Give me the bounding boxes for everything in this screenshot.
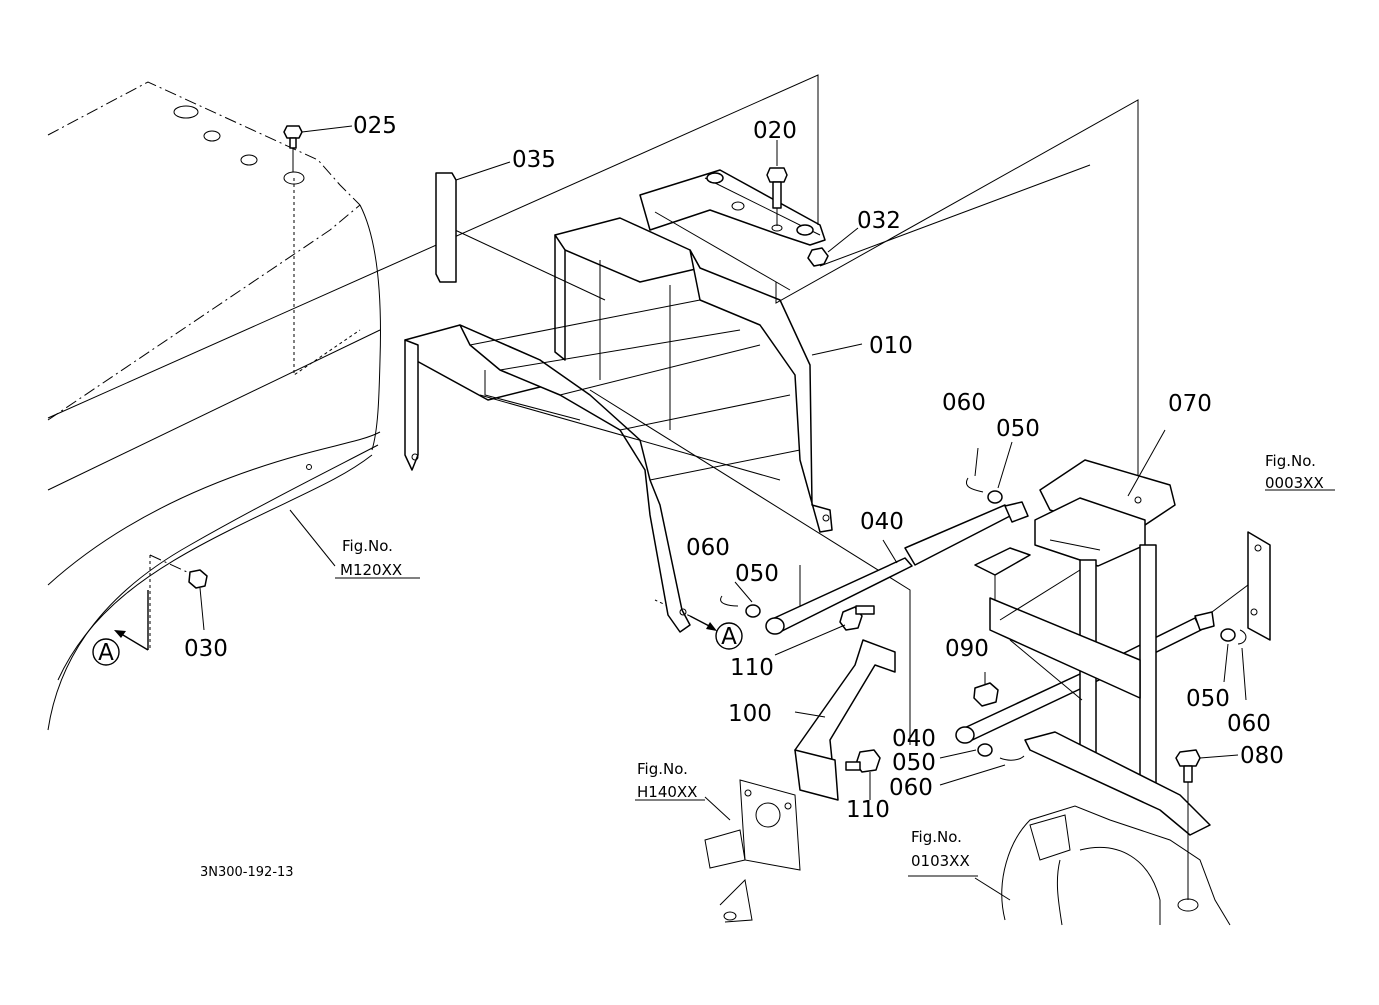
callout-050: 050 [996, 416, 1040, 442]
bracket-h140xx [704, 779, 801, 923]
callout-070: 070 [1168, 391, 1212, 417]
callout-110: 110 [730, 655, 774, 681]
bolt-110-upper [774, 605, 875, 656]
reference-arrow-left [92, 590, 149, 666]
callout-050: 050 [1186, 686, 1230, 712]
callout-040: 040 [860, 509, 904, 535]
callout-080: 080 [1240, 743, 1284, 769]
callout-060: 060 [942, 390, 986, 416]
bracket-100 [794, 639, 896, 801]
callout-labels: 025 020 035 032 010 060 050 070 040 060 … [98, 113, 1324, 880]
drawing-code: 3N300-192-13 [200, 865, 294, 880]
housing-0103xx [974, 805, 1231, 926]
fig-ref-label: Fig.No. [911, 828, 962, 846]
callout-025: 025 [353, 113, 397, 139]
fig-ref-leaders [289, 489, 1335, 877]
bolt-030 [188, 569, 208, 631]
plate-0003xx [1211, 531, 1271, 641]
reference-label-a-right: A [721, 624, 737, 650]
fig-ref-label: Fig.No. [637, 760, 688, 778]
bolt-090 [973, 672, 999, 707]
callout-060: 060 [1227, 711, 1271, 737]
callout-040: 040 [892, 726, 936, 752]
bolt-025 [283, 125, 353, 172]
callout-110: 110 [846, 797, 890, 823]
frame-010 [404, 169, 863, 633]
callout-030: 030 [184, 636, 228, 662]
projection-lines [47, 74, 1139, 745]
pad-035 [435, 161, 511, 283]
fig-ref-code: H140XX [637, 783, 697, 801]
fig-ref-code: M120XX [340, 561, 402, 579]
nut-032 [807, 227, 859, 267]
bracket-070 [974, 429, 1211, 836]
fig-ref-label: Fig.No. [1265, 452, 1316, 470]
callout-050: 050 [892, 750, 936, 776]
bolt-020 [766, 140, 788, 226]
callout-090: 090 [945, 636, 989, 662]
fig-ref-code: 0003XX [1265, 474, 1324, 492]
callout-010: 010 [869, 333, 913, 359]
callout-060: 060 [686, 535, 730, 561]
fig-ref-code: 0103XX [911, 852, 970, 870]
callout-032: 032 [857, 208, 901, 234]
callout-050: 050 [735, 561, 779, 587]
bolt-110-lower [845, 749, 881, 800]
callout-100: 100 [728, 701, 772, 727]
gas-strut-040-upper [765, 501, 1029, 635]
fig-ref-label: Fig.No. [342, 537, 393, 555]
reference-label-a-left: A [98, 640, 114, 666]
callout-020: 020 [753, 118, 797, 144]
bolt-080 [1175, 749, 1239, 900]
callout-035: 035 [512, 147, 556, 173]
hood-panel [47, 81, 381, 731]
washer-pin-set [720, 441, 1247, 786]
callout-060: 060 [889, 775, 933, 801]
